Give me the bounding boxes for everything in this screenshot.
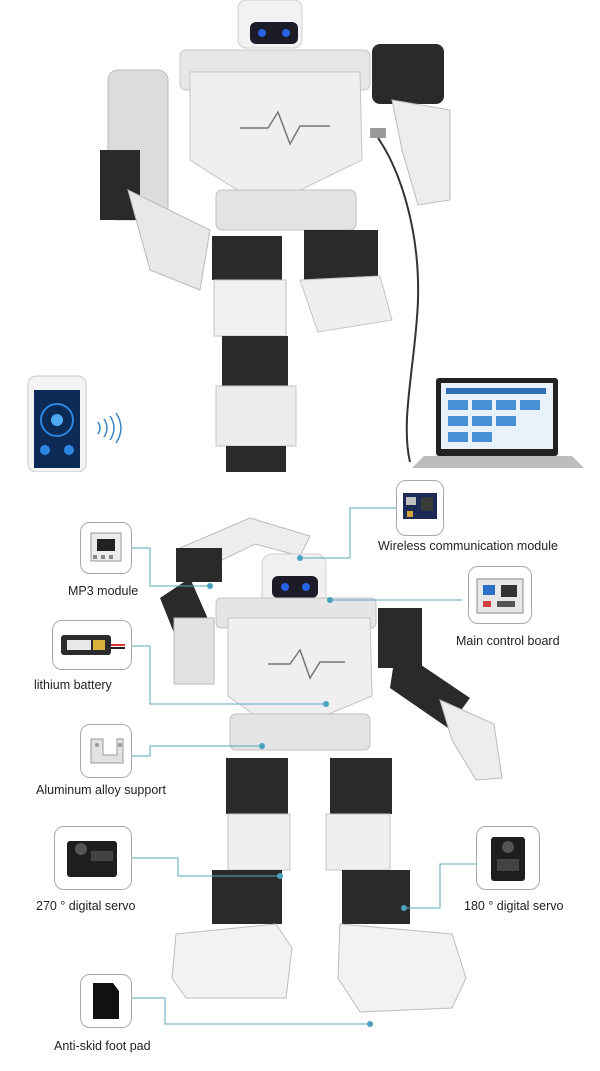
mp3-module-icon [90,532,122,562]
label-servo-270: 270 ° digital servo [36,899,136,913]
robot-full-body-photo [160,517,503,1013]
servo-270-thumb [54,826,132,890]
bracket-thumb [80,724,132,778]
servo-180-icon [491,837,525,881]
wireless-signal-icon [97,412,122,444]
component-diagram: Wireless communication module MP3 module… [0,478,600,1071]
wireless-module-thumb [396,480,444,536]
wireless-module-icon [403,493,437,519]
label-foot-pad: Anti-skid foot pad [54,1039,151,1053]
callout-lines [132,507,476,1027]
laptop-illustration [412,378,584,468]
battery-thumb [52,620,132,670]
main-board-icon [476,578,524,614]
label-servo-180: 180 ° digital servo [464,899,564,913]
main-board-thumb [468,566,532,624]
foot-pad-thumb [80,974,132,1028]
label-wireless: Wireless communication module [378,539,558,553]
battery-icon [61,635,125,655]
servo-180-thumb [476,826,540,890]
label-bracket: Aluminum alloy support [36,783,166,797]
label-mp3: MP3 module [68,584,139,598]
servo-270-icon [67,841,117,877]
label-board: Main control board [456,634,560,648]
robot-upper-body-photo [27,0,584,472]
top-product-photo [0,0,600,472]
phone-illustration [27,375,87,472]
mp3-module-thumb [80,522,132,574]
label-battery: lithium battery [34,678,112,692]
foot-pad-icon [93,983,119,1019]
bracket-icon [90,738,124,764]
